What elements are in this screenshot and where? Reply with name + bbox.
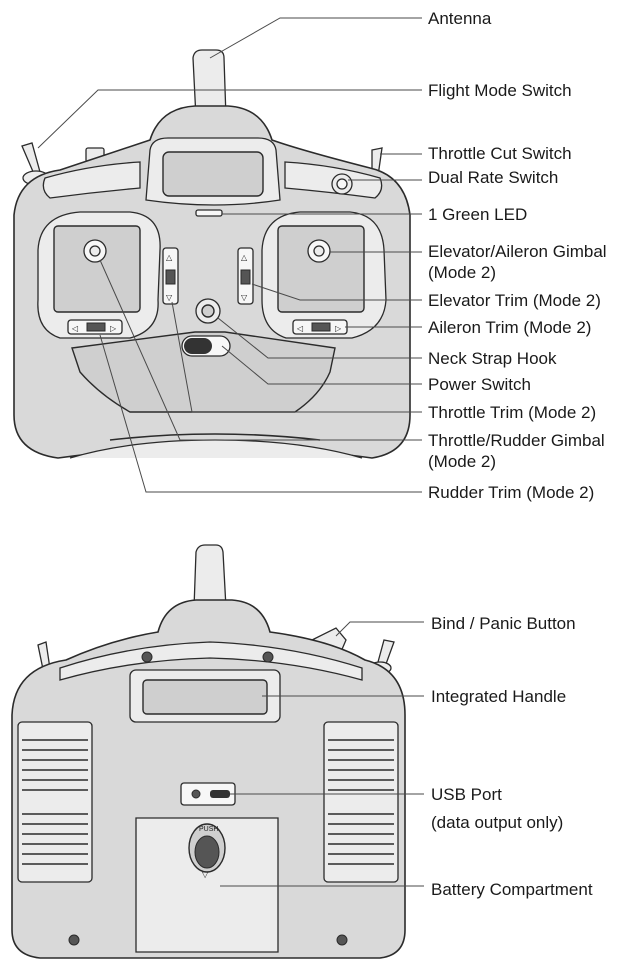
svg-text:◁: ◁	[296, 324, 303, 333]
neck-strap-hook-icon	[195, 298, 221, 324]
label-flight-mode-switch: Flight Mode Switch	[428, 81, 572, 100]
green-led-icon	[195, 209, 223, 217]
label-antenna: Antenna	[428, 9, 492, 28]
label-throttle-trim: Throttle Trim (Mode 2)	[428, 403, 596, 422]
front-view: △ ▽ △ ▽ ◁ ▷ ◁ ▷	[13, 49, 411, 459]
label-integrated-handle: Integrated Handle	[431, 687, 566, 706]
label-elevator-aileron-gimbal-mode: (Mode 2)	[428, 263, 496, 282]
front-leader-lines	[37, 17, 422, 493]
label-elevator-aileron-gimbal: Elevator/Aileron Gimbal	[428, 242, 607, 261]
svg-text:▽: ▽	[202, 870, 209, 879]
back-antenna-icon	[193, 544, 227, 609]
battery-door-push-text: PUSH	[199, 826, 218, 833]
label-throttle-cut-switch: Throttle Cut Switch	[428, 144, 572, 163]
power-switch-icon	[181, 335, 231, 357]
back-leader-lines	[220, 621, 424, 887]
svg-text:△: △	[166, 253, 173, 262]
left-top-grip	[42, 161, 141, 199]
dual-rate-switch-icon	[331, 173, 353, 195]
svg-text:◁: ◁	[71, 324, 78, 333]
label-throttle-rudder-gimbal-mode: (Mode 2)	[428, 452, 496, 471]
front-labels: Antenna Flight Mode Switch Throttle Cut …	[428, 9, 607, 502]
back-top-rim	[59, 641, 363, 681]
right-vent-grille-icon	[323, 721, 399, 883]
aileron-trim-icon: ◁ ▷	[292, 319, 348, 335]
antenna-icon	[192, 49, 227, 119]
label-dual-rate-switch: Dual Rate Switch	[428, 168, 558, 187]
svg-text:▽: ▽	[241, 293, 248, 302]
label-throttle-rudder-gimbal: Throttle/Rudder Gimbal	[428, 431, 605, 450]
throttle-rudder-gimbal-icon	[53, 225, 141, 313]
usb-port-icon	[180, 782, 236, 806]
throttle-trim-icon: △ ▽	[162, 247, 179, 305]
label-aileron-trim: Aileron Trim (Mode 2)	[428, 318, 591, 337]
label-usb-port: USB Port	[431, 785, 502, 804]
left-vent-grille-icon	[17, 721, 93, 883]
label-rudder-trim: Rudder Trim (Mode 2)	[428, 483, 594, 502]
label-elevator-trim: Elevator Trim (Mode 2)	[428, 291, 601, 310]
svg-text:▷: ▷	[110, 324, 117, 333]
label-usb-port-note: (data output only)	[431, 813, 563, 832]
label-green-led: 1 Green LED	[428, 205, 527, 224]
svg-text:▷: ▷	[335, 324, 342, 333]
label-bind-panic-button: Bind / Panic Button	[431, 614, 576, 633]
rudder-trim-icon: ◁ ▷	[67, 319, 123, 335]
back-view: ▽ PUSH	[11, 544, 406, 959]
label-neck-strap-hook: Neck Strap Hook	[428, 349, 557, 368]
display-window	[162, 151, 264, 197]
label-power-switch: Power Switch	[428, 375, 531, 394]
label-battery-compartment: Battery Compartment	[431, 880, 593, 899]
elevator-aileron-gimbal-icon	[277, 225, 365, 313]
back-labels: Bind / Panic Button Integrated Handle US…	[431, 614, 593, 899]
svg-text:△: △	[241, 253, 248, 262]
battery-door-icon: ▽ PUSH	[135, 817, 279, 953]
back-body	[11, 599, 406, 959]
svg-text:▽: ▽	[166, 293, 173, 302]
integrated-handle-icon	[129, 669, 281, 723]
elevator-trim-icon: △ ▽	[237, 247, 254, 305]
